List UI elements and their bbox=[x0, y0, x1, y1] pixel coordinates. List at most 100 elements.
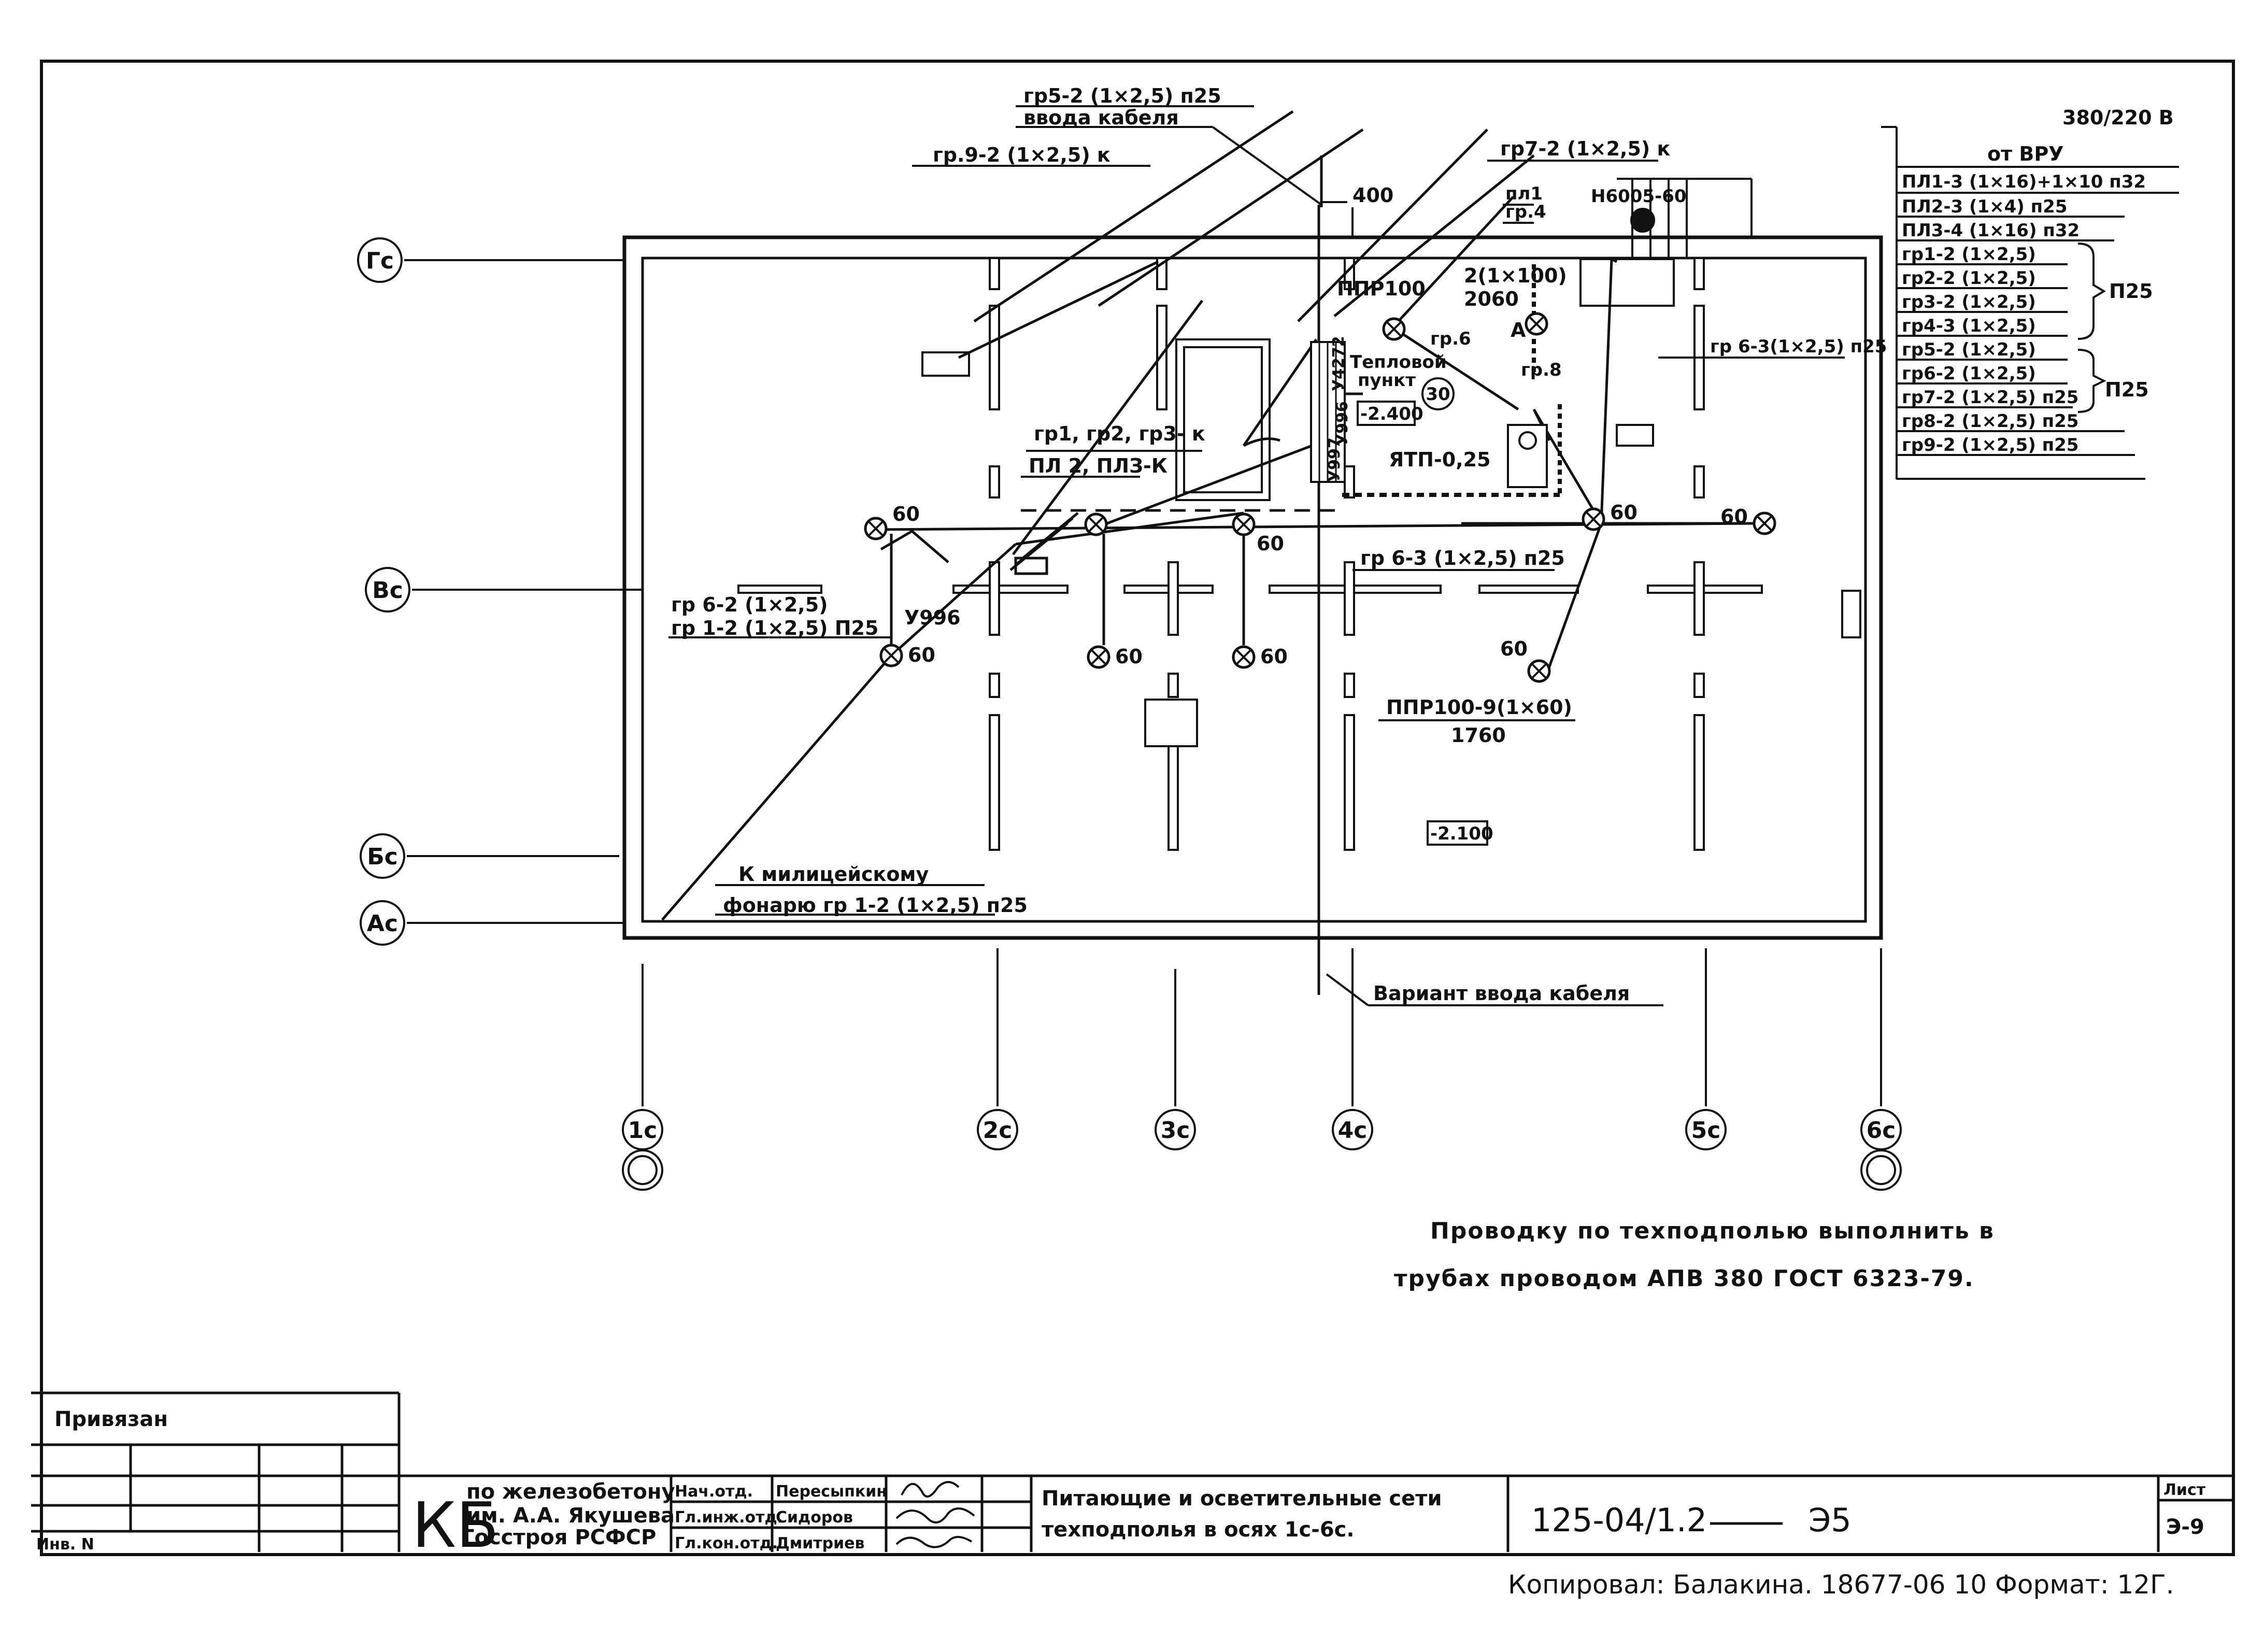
note-line-2: трубах проводом АПВ 380 ГОСТ 6323-79. bbox=[1394, 1265, 1974, 1292]
tb-kb: КБ bbox=[412, 1490, 499, 1562]
sheet-frame bbox=[40, 60, 2235, 1556]
label-dim-400: 400 bbox=[1352, 184, 1393, 207]
legend-from-vru: от ВРУ bbox=[1987, 143, 2063, 165]
voltage-label: 380/220 В bbox=[2062, 106, 2174, 129]
lamp-wattage-label: 60 bbox=[1500, 637, 1528, 660]
legend-row-8: гр5-2 (1×2,5) bbox=[1902, 339, 2036, 360]
label-a-mark: А bbox=[1511, 319, 1526, 341]
tb-role-1: Нач.отд. bbox=[675, 1483, 753, 1501]
signature-scribbles bbox=[895, 1481, 975, 1548]
tb-code: 125-04/1.2 bbox=[1531, 1501, 1707, 1539]
legend-row-6: гр3-2 (1×2,5) bbox=[1902, 292, 2036, 312]
legend-row-11: гр8-2 (1×2,5) п25 bbox=[1902, 411, 2078, 432]
tb-sheet-num: Э-9 bbox=[2166, 1515, 2204, 1539]
n6005-lamp bbox=[1630, 208, 1655, 233]
lamp-icon: 60 bbox=[864, 503, 920, 540]
lamp-icon: 60 bbox=[1232, 645, 1288, 669]
legend-row-10: гр7-2 (1×2,5) п25 bbox=[1902, 387, 2078, 408]
elevation-box-1 bbox=[1357, 401, 1416, 426]
tb-title-1: Питающие и осветительные сети bbox=[1042, 1487, 1442, 1511]
lamp-wattage-label: 60 bbox=[892, 503, 920, 525]
label-police-2: фонарю гр 1-2 (1×2,5) п25 bbox=[723, 894, 1028, 917]
legend-row-1: ПЛ1-3 (1×16)+1×10 п32 bbox=[1902, 172, 2146, 192]
heat-point-number-circle bbox=[1421, 377, 1455, 410]
label-gr9-2k: гр.9-2 (1×2,5) к bbox=[933, 144, 1110, 166]
axis-label-bs: Бс bbox=[367, 844, 398, 870]
tb-org-2: им. А.А. Якушева bbox=[466, 1504, 675, 1528]
label-n6005: Н6005-60 bbox=[1591, 186, 1687, 207]
legend-row-2: ПЛ2-3 (1×4) п25 bbox=[1902, 196, 2067, 217]
label-heat-num: 30 bbox=[1426, 384, 1450, 405]
label-heat-2: пункт bbox=[1358, 370, 1416, 391]
legend-row-9: гр6-2 (1×2,5) bbox=[1902, 363, 2036, 384]
legend-row-7: гр4-3 (1×2,5) bbox=[1902, 316, 2036, 336]
label-heat-1: Тепловой bbox=[1350, 352, 1447, 373]
tb-sheet-label: Лист bbox=[2163, 1481, 2206, 1499]
lamp-wattage-label: 60 bbox=[1257, 532, 1284, 555]
label-ppr-cable: 2(1×100) bbox=[1464, 264, 1567, 287]
lamp-wattage-label: 60 bbox=[908, 644, 935, 666]
lamp-icon: 60 bbox=[1720, 505, 1776, 535]
lamp-icon bbox=[1525, 312, 1548, 336]
legend-row-12: гр9-2 (1×2,5) п25 bbox=[1902, 435, 2078, 455]
title-block-grid bbox=[31, 1391, 2233, 1552]
note-line-1: Проводку по техподполью выполнить в bbox=[1430, 1218, 1995, 1244]
legend-row-3: ПЛ3-4 (1×16) п32 bbox=[1902, 220, 2080, 241]
label-underlines bbox=[668, 105, 1845, 1006]
lamp-icon: 60 bbox=[1582, 501, 1638, 531]
label-gr6: гр.6 bbox=[1430, 329, 1471, 349]
lamp-wattage-label: 60 bbox=[1720, 505, 1748, 528]
tb-role-3: Гл.кон.отд. bbox=[675, 1534, 778, 1553]
label-u996b: У996 bbox=[904, 606, 961, 629]
axis-label-3s: 3с bbox=[1161, 1117, 1190, 1144]
label-u996a: У996 bbox=[1333, 401, 1351, 446]
label-gr6-3-mid: гр 6-3 (1×2,5) п25 bbox=[1360, 547, 1565, 569]
axis-label-4s: 4с bbox=[1338, 1117, 1368, 1144]
tb-name-3: Дмитриев bbox=[776, 1534, 864, 1553]
legend-table bbox=[1881, 126, 2179, 480]
label-gr6-2: гр 6-2 (1×2,5) bbox=[671, 593, 828, 616]
label-ppr100-9-len: 1760 bbox=[1451, 724, 1506, 747]
label-pl23k: ПЛ 2, ПЛЗ-К bbox=[1029, 454, 1167, 477]
tb-title-2: техподполья в осях 1с-6с. bbox=[1042, 1518, 1355, 1542]
lamp-wattage-label: 60 bbox=[1260, 645, 1288, 668]
tb-privyazan: Привязан bbox=[54, 1407, 168, 1431]
column-axes bbox=[622, 948, 1902, 1191]
label-ppr-len: 2060 bbox=[1464, 288, 1519, 310]
lamp-icon bbox=[1382, 317, 1406, 341]
tb-copied: Копировал: Балакина. 18677-06 10 Формат:… bbox=[1508, 1570, 2174, 1600]
label-u4272: У4272 bbox=[1330, 336, 1348, 391]
legend-row-5: гр2-2 (1×2,5) bbox=[1902, 268, 2036, 289]
label-ytp: ЯТП-0,25 bbox=[1389, 448, 1491, 471]
label-elev-2: -2.100 bbox=[1430, 823, 1493, 844]
axis-label-5s: 5с bbox=[1691, 1117, 1721, 1144]
lamp-icon bbox=[1084, 512, 1108, 536]
label-gr8: гр.8 bbox=[1521, 360, 1562, 380]
label-gr4: гр.4 bbox=[1505, 202, 1546, 222]
axis-label-gs: Гс bbox=[366, 248, 394, 274]
tb-sheet-code: Э5 bbox=[1809, 1501, 1852, 1539]
label-cable-input: ввода кабеля bbox=[1023, 106, 1179, 129]
structural-columns bbox=[737, 257, 1861, 851]
label-variant: Вариант ввода кабеля bbox=[1373, 982, 1630, 1005]
tb-name-1: Пересыпкин bbox=[776, 1483, 887, 1501]
tb-inv: Инв. N bbox=[36, 1535, 94, 1554]
tb-role-2: Гл.инж.отд. bbox=[675, 1508, 783, 1527]
label-gr1-2: гр 1-2 (1×2,5) П25 bbox=[671, 617, 878, 639]
lamp-icon: 60 bbox=[879, 644, 935, 667]
label-pl1: пл1 bbox=[1505, 183, 1543, 204]
row-axes bbox=[357, 237, 643, 946]
legend-row-4: гр1-2 (1×2,5) bbox=[1902, 244, 2036, 265]
label-gr123k: гр1, гр2, гр3- к bbox=[1034, 422, 1205, 445]
label-gr7-2k: гр7-2 (1×2,5) к bbox=[1500, 137, 1670, 160]
lamp-icon: 60 bbox=[1232, 512, 1284, 555]
label-gr5-2: гр5-2 (1×2,5) п25 bbox=[1023, 84, 1221, 107]
wiring-lines bbox=[661, 110, 1762, 995]
axis-label-as: Ас bbox=[367, 910, 398, 937]
axis-label-2s: 2с bbox=[983, 1117, 1013, 1144]
legend-brace-1: П25 bbox=[2109, 280, 2153, 303]
axis-label-6s: 6с bbox=[1867, 1117, 1896, 1144]
label-gr6-3-top: гр 6-3(1×2,5) п25 bbox=[1710, 336, 1887, 357]
